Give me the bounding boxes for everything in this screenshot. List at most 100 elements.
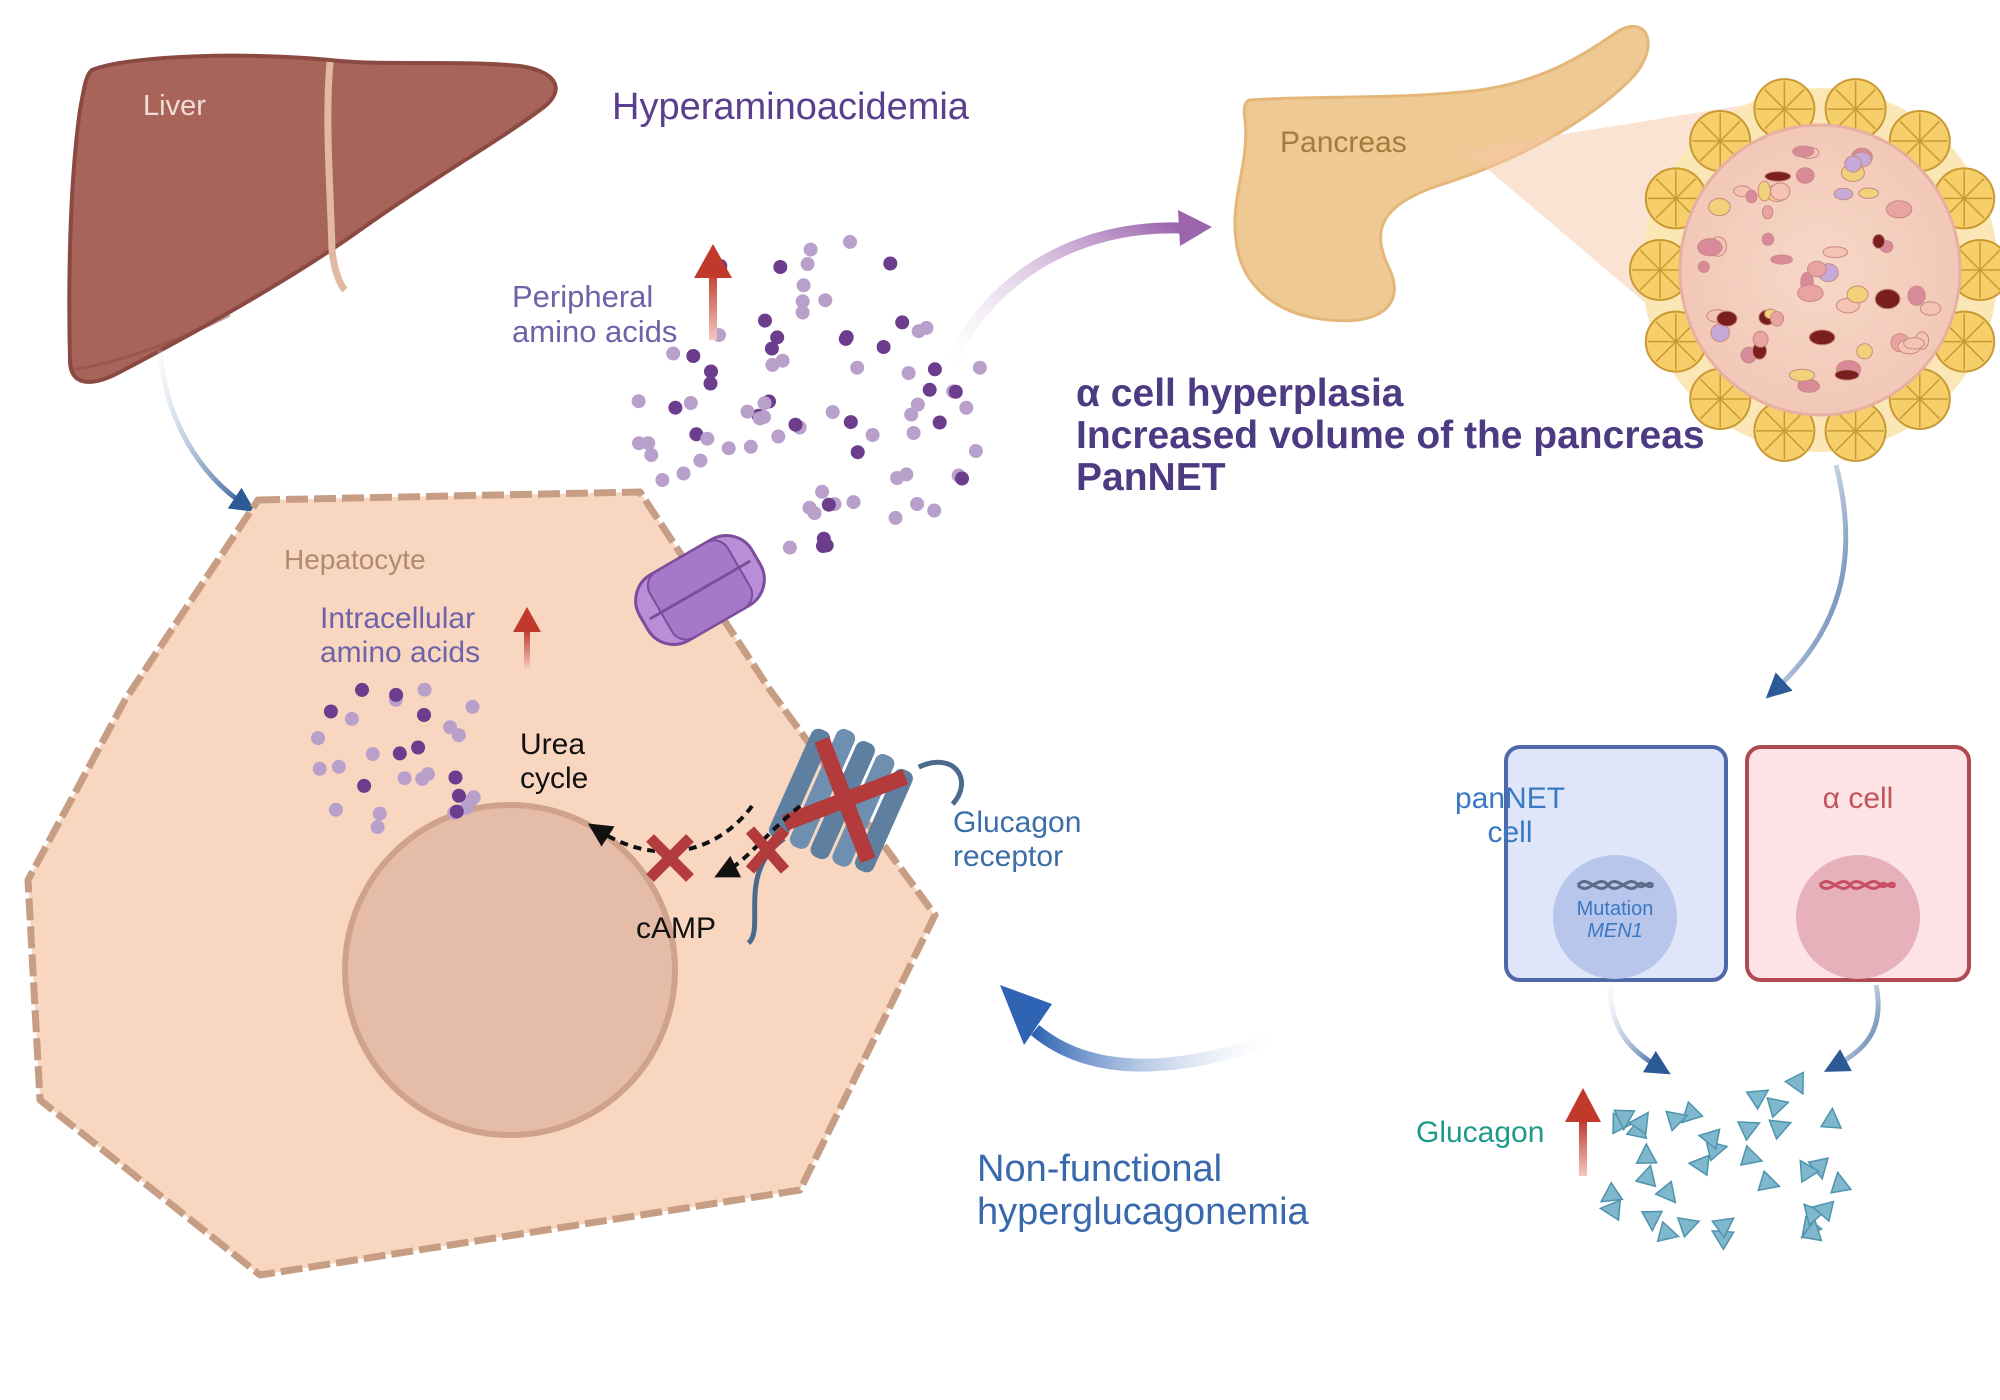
- islet-cell: [1822, 246, 1848, 259]
- amino-acid-dot: [876, 340, 891, 354]
- acinus-line: [1655, 197, 1677, 219]
- islet-cell: [1788, 368, 1816, 382]
- amino-acid-dot: [676, 466, 691, 481]
- liver-icon: [67, 53, 558, 384]
- islet-cell: [1834, 369, 1860, 381]
- amino-acid-dot: [821, 497, 836, 512]
- islet-cell: [1907, 285, 1926, 306]
- amino-acid-dot: [927, 362, 942, 377]
- up-arrow-icon: [1565, 1088, 1601, 1176]
- acinus-line: [1639, 269, 1661, 291]
- hepatocyte-label: Hepatocyte: [284, 544, 426, 575]
- acinus-line: [1835, 430, 1857, 452]
- amino-acid-dot: [843, 415, 858, 430]
- glucagon-triangle: [1654, 1180, 1677, 1204]
- amino-acid-dot: [906, 426, 921, 440]
- acinus-line: [1855, 430, 1876, 452]
- amino-acid-dot: [704, 364, 718, 379]
- amino-acid-dot: [796, 278, 811, 293]
- acinus-line: [1855, 88, 1876, 110]
- islet-cell: [1761, 232, 1775, 246]
- amino-acid-dot: [451, 728, 466, 743]
- glucagon-triangle: [1711, 1217, 1735, 1239]
- islet-cell: [1808, 329, 1836, 346]
- peripheral-label-line-2: amino acids: [512, 313, 678, 349]
- amino-acid-dot: [655, 473, 670, 487]
- acinus-line: [1959, 249, 1981, 271]
- acinus-line: [1639, 249, 1661, 271]
- amino-acid-dot: [846, 495, 861, 510]
- amino-acid-dot: [932, 415, 947, 430]
- amino-acid-dot: [968, 444, 983, 458]
- to-pancreas-arrow: [944, 222, 1181, 368]
- islet-cell: [1761, 205, 1774, 220]
- acinus-line: [1835, 88, 1857, 110]
- glucagon-receptor-line-2: receptor: [953, 839, 1064, 873]
- islet-cell: [1833, 187, 1854, 201]
- intracellular-amino-acids-label: Intracellular amino acids: [320, 602, 480, 669]
- pannet-label: PanNET: [1076, 456, 1226, 499]
- amino-acid-dot: [782, 540, 797, 555]
- islet-cell: [1764, 171, 1792, 182]
- acinus-line: [1959, 269, 1981, 291]
- dna-icon: [1576, 880, 1655, 890]
- islet-cell: [1903, 337, 1925, 350]
- islet-cell: [1858, 187, 1879, 199]
- amino-acid-dot: [689, 427, 704, 442]
- amino-acid-dot: [803, 242, 818, 257]
- acinus-line: [1855, 108, 1876, 130]
- intracellular-amino-acids: [311, 682, 481, 835]
- glucagon-triangle: [1697, 1128, 1721, 1151]
- amino-acid-dot: [370, 820, 385, 835]
- amino-acid-dot: [771, 429, 786, 444]
- hyperaminoacidemia-label: Hyperaminoacidemia: [612, 86, 969, 128]
- to-pancreas-arrowhead: [1178, 210, 1212, 246]
- up-arrow-icon: [513, 607, 541, 668]
- pannet-to-glucagon-arrow: [1607, 984, 1671, 1075]
- acinus-line: [1764, 410, 1785, 432]
- islet-cell: [1770, 254, 1793, 265]
- amino-acid-dot: [904, 407, 919, 422]
- hyperglucagonemia-arrow: [1030, 1024, 1273, 1072]
- amino-acid-dot: [819, 538, 834, 553]
- glucagon-triangle: [1757, 1169, 1781, 1192]
- amino-acid-dot: [644, 448, 659, 462]
- amino-acid-dot: [757, 410, 771, 425]
- urea-label-line-1: Urea: [520, 728, 586, 761]
- glucagon-triangle: [1634, 1163, 1657, 1188]
- amino-acid-dot: [686, 349, 701, 363]
- amino-acid-dot: [312, 761, 327, 776]
- glucagon-receptor-label: Glucagon receptor: [953, 806, 1081, 873]
- amino-acid-dot: [417, 682, 432, 697]
- amino-transporter-icon: [634, 534, 766, 646]
- acinus-line: [1963, 321, 1985, 343]
- acinus-line: [1963, 341, 1985, 362]
- peripheral-amino-acids: [631, 234, 987, 555]
- amino-acid-dot: [668, 400, 683, 415]
- acinus-line: [1783, 88, 1805, 110]
- amino-acid-dot: [693, 453, 708, 468]
- acinus-line: [1919, 398, 1941, 420]
- glucagon-triangle: [1800, 1218, 1823, 1242]
- acinus-line: [1783, 430, 1805, 452]
- glucagon-triangle: [1736, 1121, 1761, 1142]
- alpha-nucleus: [1796, 855, 1920, 979]
- islet-cell: [1770, 311, 1784, 327]
- acinus-line: [1764, 430, 1785, 452]
- urea-arrow: [587, 804, 754, 854]
- amino-acid-dot: [721, 441, 736, 456]
- amino-acid-dot: [740, 404, 755, 419]
- amino-acid-dot: [417, 708, 431, 722]
- islet-cell: [1797, 380, 1820, 393]
- acinus-line: [1675, 178, 1697, 199]
- amino-acid-dot: [328, 802, 343, 817]
- amino-acid-dot: [758, 313, 772, 328]
- glucagon-triangle: [1627, 1111, 1650, 1136]
- islet-cell: [1757, 180, 1771, 202]
- amino-acid-dot: [389, 687, 404, 702]
- amino-acid-dot: [331, 759, 346, 774]
- amino-acid-dot: [397, 771, 412, 786]
- glucagon-triangle: [1687, 1154, 1710, 1177]
- urea-cycle-label: Urea cycle: [520, 728, 588, 795]
- alpha-cell-label: α cell: [1822, 782, 1894, 815]
